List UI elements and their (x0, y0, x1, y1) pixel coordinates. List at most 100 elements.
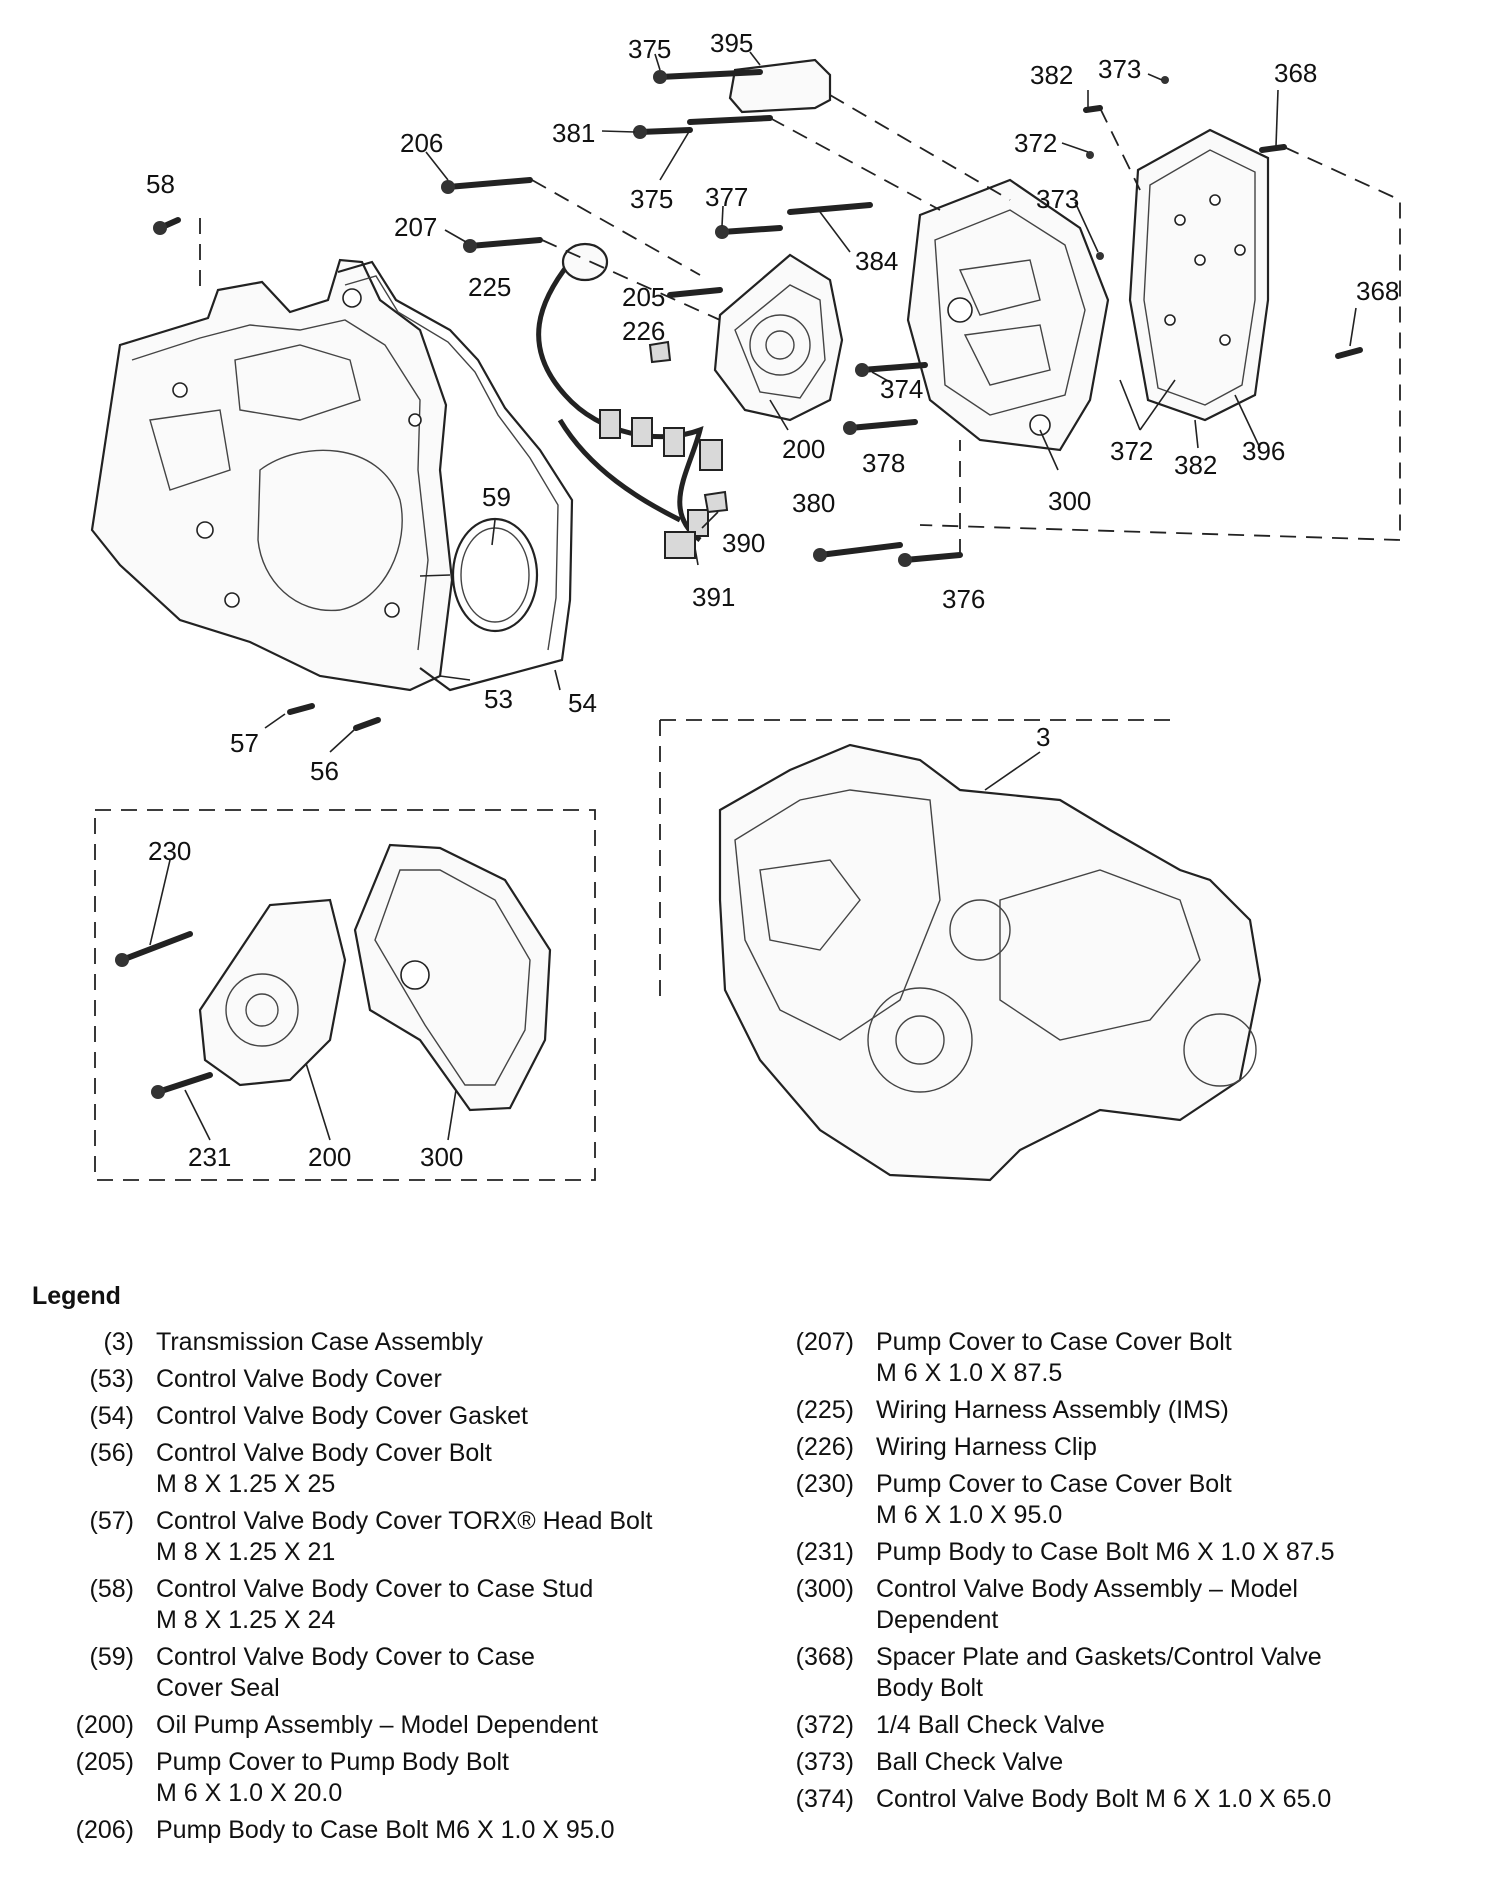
legend: Legend (3)Transmission Case Assembly(53)… (32, 1282, 1472, 1852)
legend-item-text: Spacer Plate and Gaskets/Control Valve (876, 1643, 1322, 1671)
legend-item-number: (368) (795, 1643, 854, 1671)
callout-374: 374 (880, 374, 923, 404)
legend-item-description: Oil Pump Assembly – Model Dependent (156, 1710, 752, 1741)
legend-item-text: Transmission Case Assembly (156, 1328, 483, 1356)
legend-item: (372) 1/4 Ball Check Valve (752, 1710, 1472, 1741)
legend-item: (200) Oil Pump Assembly – Model Dependent (32, 1710, 752, 1741)
legend-item-number: (372) (795, 1711, 854, 1739)
legend-item-number: (3) (103, 1328, 134, 1356)
legend-item-text: Control Valve Body Cover to Case (156, 1643, 535, 1671)
legend-item: (226)Wiring Harness Clip (752, 1432, 1472, 1463)
callout-377: 377 (705, 182, 748, 212)
legend-item-description: Pump Body to Case Bolt M6 X 1.0 X 95.0 (156, 1815, 752, 1846)
legend-item: (374)Control Valve Body Bolt M 6 X 1.0 X… (752, 1784, 1472, 1815)
legend-item-spec: Cover Seal (156, 1674, 280, 1702)
legend-item-text: Pump Cover to Pump Body Bolt (156, 1748, 509, 1776)
legend-item-description: Control Valve Body Cover (156, 1364, 752, 1395)
callout-3: 3 (1036, 722, 1050, 752)
legend-item-text: 1/4 Ball Check Valve (876, 1711, 1105, 1739)
inset-oil-pump (198, 898, 347, 1087)
legend-column-right: (207) Pump Cover to Case Cover Bolt M 6 X … (752, 1327, 1472, 1852)
callout-382b: 382 (1174, 450, 1217, 480)
legend-item-number: (56) (89, 1439, 134, 1467)
legend-item-description: Control Valve Body Bolt M 6 X 1.0 X 65.0 (876, 1784, 1472, 1815)
legend-item-number: (300) (795, 1575, 854, 1603)
callout-54: 54 (568, 688, 597, 718)
callout-200b: 200 (308, 1142, 351, 1172)
legend-item-spec: M 8 X 1.25 X 25 (156, 1470, 336, 1498)
callout-205: 205 (622, 282, 665, 312)
callout-375b: 375 (630, 184, 673, 214)
cover-seal-ring-inner (460, 527, 530, 623)
solenoid-assembly (728, 58, 832, 114)
callout-231: 231 (188, 1142, 231, 1172)
legend-item-text: Control Valve Body Assembly – Model (876, 1575, 1298, 1603)
callout-372b: 372 (1110, 436, 1153, 466)
legend-item-number: (200) (75, 1711, 134, 1739)
legend-item-spec: M 8 X 1.25 X 21 (156, 1538, 336, 1566)
callout-59: 59 (482, 482, 511, 512)
callout-56: 56 (310, 756, 339, 786)
legend-item-text: Control Valve Body Bolt M 6 X 1.0 X 65.0 (876, 1785, 1332, 1813)
cover-seal-ring (451, 517, 539, 633)
legend-item-text: Control Valve Body Cover Bolt (156, 1439, 492, 1467)
legend-item-number: (231) (795, 1538, 854, 1566)
callout-58: 58 (146, 169, 175, 199)
legend-item-text: Pump Body to Case Bolt M6 X 1.0 X 95.0 (156, 1816, 615, 1844)
callout-225: 225 (468, 272, 511, 302)
callout-391: 391 (692, 582, 735, 612)
legend-item-number: (373) (795, 1748, 854, 1776)
legend-item-text: Control Valve Body Cover to Case Stud (156, 1575, 594, 1603)
legend-column-left: (3)Transmission Case Assembly(53)Control… (32, 1327, 752, 1852)
callout-381: 381 (552, 118, 595, 148)
oil-pump-assembly (713, 253, 844, 422)
legend-item-text: Oil Pump Assembly – Model Dependent (156, 1711, 598, 1739)
callout-378: 378 (862, 448, 905, 478)
legend-item-number: (58) (89, 1575, 134, 1603)
legend-item-description: Control Valve Body Cover TORX® Head Bolt… (156, 1506, 752, 1568)
callout-368a: 368 (1274, 58, 1317, 88)
legend-item: (58) Control Valve Body Cover to Case Stu… (32, 1574, 752, 1636)
legend-item: (368) Spacer Plate and Gaskets/Control Va… (752, 1642, 1472, 1704)
legend-item: (300) Control Valve Body Assembly – Model… (752, 1574, 1472, 1636)
legend-item-number: (207) (795, 1328, 854, 1356)
callout-390: 390 (722, 528, 765, 558)
callout-57: 57 (230, 728, 259, 758)
legend-item-spec: Dependent (876, 1606, 999, 1634)
legend-item-spec: M 6 X 1.0 X 95.0 (876, 1501, 1063, 1529)
bolts (115, 69, 1363, 1099)
exploded-parts-diagram: 375 395 381 375 206 207 225 205 226 377 … (90, 28, 1401, 1182)
legend-item-text: Pump Cover to Case Cover Bolt (876, 1470, 1232, 1498)
legend-item: (225)Wiring Harness Assembly (IMS) (752, 1395, 1472, 1426)
legend-item-text: Pump Cover to Case Cover Bolt (876, 1328, 1232, 1356)
inset-control-valve-body (353, 843, 552, 1112)
legend-title: Legend (32, 1282, 121, 1310)
transmission-case-assembly (718, 743, 1262, 1182)
legend-item-description: Ball Check Valve (876, 1747, 1472, 1778)
legend-item: (231)Pump Body to Case Bolt M6 X 1.0 X 8… (752, 1537, 1472, 1568)
legend-item-text: Wiring Harness Assembly (IMS) (876, 1396, 1229, 1424)
legend-item-text: Control Valve Body Cover TORX® Head Bolt (156, 1507, 653, 1535)
callout-300b: 300 (420, 1142, 463, 1172)
legend-item-number: (59) (89, 1643, 134, 1671)
callout-200: 200 (782, 434, 825, 464)
callout-373a: 373 (1098, 54, 1141, 84)
legend-item-description: Control Valve Body Cover Gasket (156, 1401, 752, 1432)
spacer-plate-and-gaskets (1128, 128, 1270, 422)
callout-230: 230 (148, 836, 191, 866)
legend-item-number: (226) (795, 1433, 854, 1461)
control-valve-body-cover (90, 258, 454, 692)
callout-226: 226 (622, 316, 665, 346)
legend-item-text: Ball Check Valve (876, 1748, 1064, 1776)
legend-item-number: (205) (75, 1748, 134, 1776)
wiring-harness-clip (648, 340, 672, 364)
legend-item: (3) Transmission Case Assembly (32, 1327, 752, 1358)
callout-206: 206 (400, 128, 443, 158)
legend-item: (206)Pump Body to Case Bolt M6 X 1.0 X 9… (32, 1815, 752, 1846)
connector-clip-390 (703, 490, 729, 514)
